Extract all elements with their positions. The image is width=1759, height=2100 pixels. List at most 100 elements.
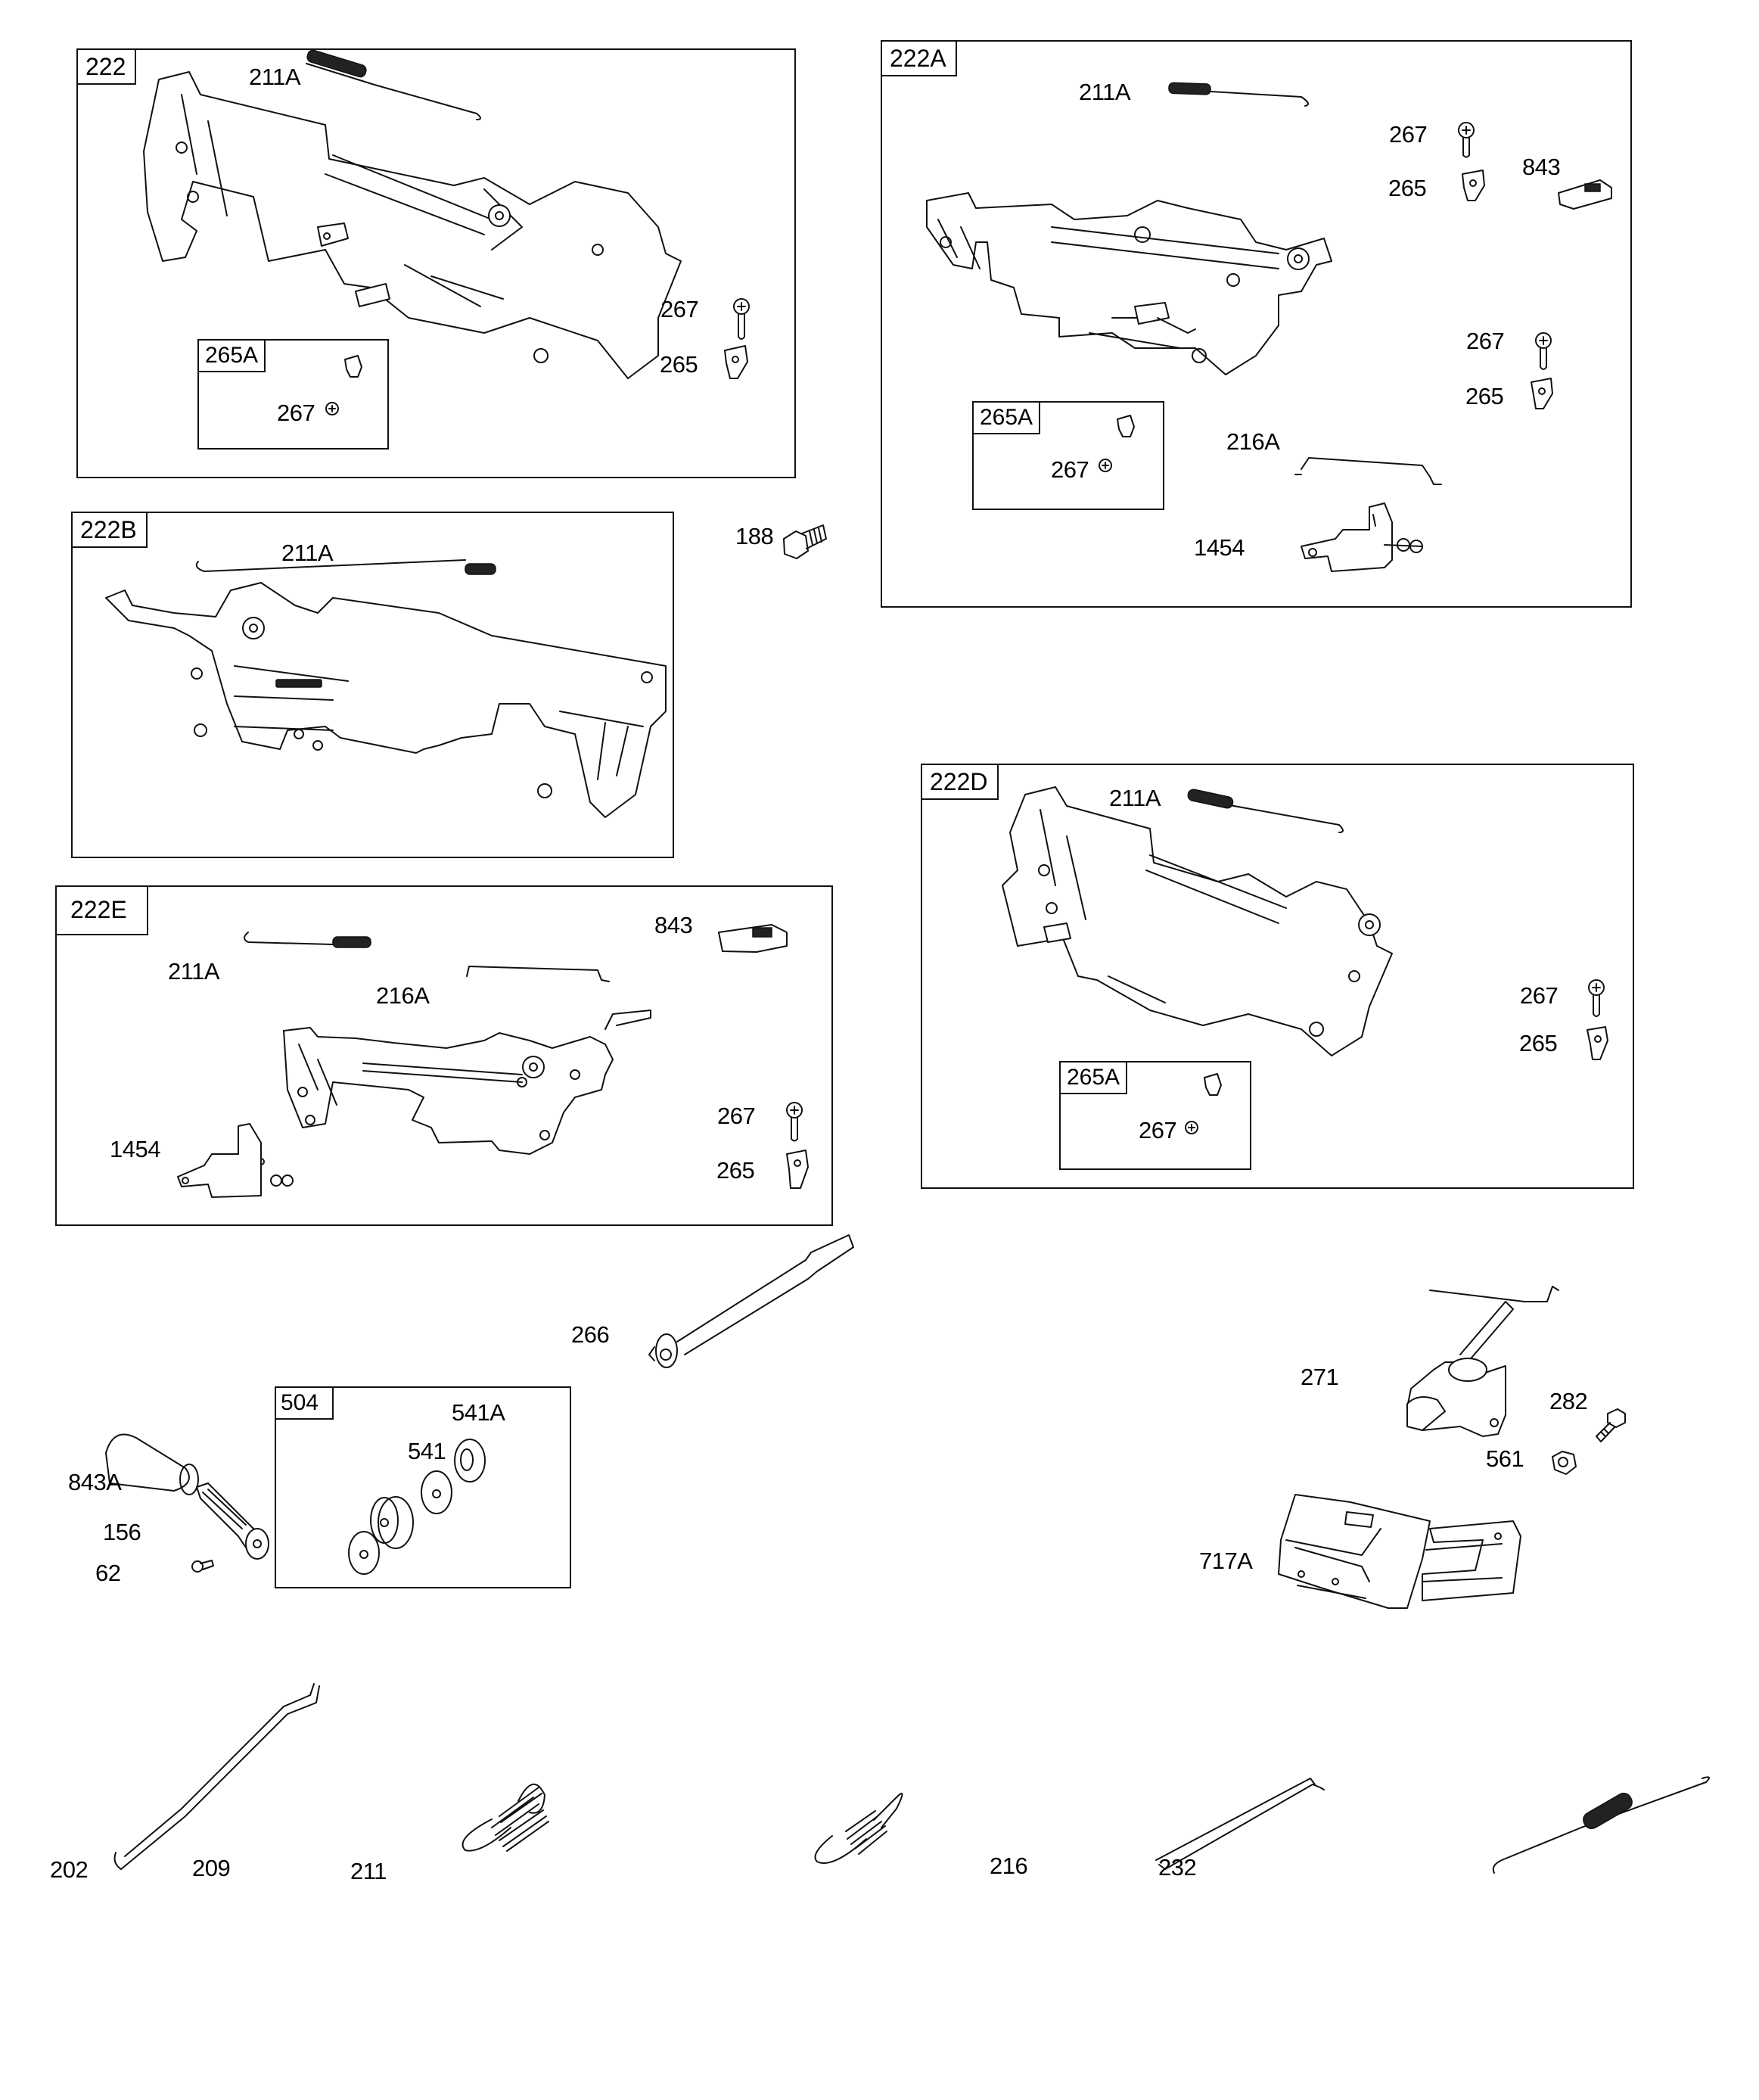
cap-843A-label: 843A xyxy=(68,1469,122,1495)
kit-222E-box: 222E xyxy=(55,885,833,1226)
kit-222E-tag: 222E xyxy=(55,885,148,935)
bracket-717A-label: 717A xyxy=(1199,1548,1253,1574)
kit-504-artwork xyxy=(276,1388,573,1590)
link-rod-icon xyxy=(1156,1778,1324,1869)
mounting-bracket-icon xyxy=(1279,1495,1521,1608)
choke-assembly-icon xyxy=(1301,503,1422,571)
governor-control-bracket-icon xyxy=(1002,787,1392,1056)
spring-icon xyxy=(306,49,480,120)
kit-222A-subkit-screw-label: 267 xyxy=(1051,456,1089,483)
kit-222A-clip-mid-label: 265 xyxy=(1465,383,1504,409)
clip-icon xyxy=(1587,1027,1608,1059)
kit-222-subkit-tag: 265A xyxy=(197,339,266,372)
control-271-label: 271 xyxy=(1301,1364,1339,1390)
clip-icon xyxy=(787,1150,808,1188)
kit-222D-spring-label: 211A xyxy=(1109,785,1161,811)
kit-222D-clip-label: 265 xyxy=(1519,1030,1558,1056)
clip-icon xyxy=(1462,170,1484,201)
kit-222E-screw-label: 267 xyxy=(717,1103,756,1129)
kit-222A-spring-label: 211A xyxy=(1079,79,1131,105)
screw-282-label: 282 xyxy=(1549,1388,1588,1414)
washer-a-icon xyxy=(455,1439,485,1482)
kit-222A-subkit-box: 265A 267 xyxy=(972,401,1164,510)
nut-561-label: 561 xyxy=(1486,1445,1524,1472)
kit-222D-screw-label: 267 xyxy=(1520,982,1559,1009)
hex-bolt-icon xyxy=(784,525,826,558)
spring-icon xyxy=(1169,82,1308,106)
kit-222E-link-label: 216A xyxy=(376,982,430,1009)
kit-222A-connector-label: 843 xyxy=(1522,154,1561,180)
screw-icon xyxy=(1459,123,1474,157)
connector-icon xyxy=(1559,180,1611,209)
kit-222D-subkit-artwork xyxy=(1061,1062,1253,1171)
kit-222B-box: 222B xyxy=(71,512,674,858)
kit-222A-choke-label: 1454 xyxy=(1194,534,1245,561)
kit-222A-tag: 222A xyxy=(881,40,957,76)
shaft-266-label: 266 xyxy=(571,1321,610,1348)
link-202-label: 202 xyxy=(50,1856,89,1883)
kit-222B-tag: 222B xyxy=(71,512,148,548)
governor-control-bracket-icon xyxy=(258,1010,651,1165)
nut-icon xyxy=(1552,1451,1576,1474)
kit-222D-tag: 222D xyxy=(921,764,999,800)
spring-211-label: 211 xyxy=(350,1858,387,1884)
screw-icon xyxy=(1186,1122,1198,1134)
clip-icon xyxy=(1204,1074,1221,1095)
washer-icon xyxy=(349,1532,379,1574)
kit-222-spring-label: 211A xyxy=(249,64,301,90)
terminal-icon xyxy=(197,1483,269,1559)
kit-222-subkit-screw-label: 267 xyxy=(277,400,315,426)
clip-icon xyxy=(1117,415,1134,437)
kit-222-clip-label: 265 xyxy=(660,351,698,378)
link-216-label: 216 xyxy=(990,1853,1028,1879)
kit-222-subkit-artwork xyxy=(199,341,390,451)
extension-spring-icon xyxy=(463,1784,549,1851)
spring-icon xyxy=(1187,789,1343,832)
kit-504-washer-label: 541 xyxy=(408,1438,446,1464)
kit-222-box: 222 xyxy=(76,48,796,478)
clip-icon xyxy=(725,346,747,378)
bolt-188-label: 188 xyxy=(735,523,774,549)
link-rod-icon xyxy=(467,966,609,982)
hex-screw-icon xyxy=(1596,1409,1625,1442)
clip-icon xyxy=(345,356,362,377)
screw-icon xyxy=(326,403,338,415)
kit-504-box: 504 541A 541 xyxy=(275,1386,571,1588)
kit-222D-subkit-tag: 265A xyxy=(1059,1061,1128,1094)
kit-222D-subkit-box: 265A 267 xyxy=(1059,1061,1251,1170)
clip-icon xyxy=(1531,378,1552,409)
cap-icon xyxy=(106,1435,198,1495)
terminal-156-label: 156 xyxy=(103,1519,141,1545)
screw-62-label: 62 xyxy=(95,1560,121,1586)
kit-222A-clip-top-label: 265 xyxy=(1388,175,1427,201)
screw-icon xyxy=(1536,333,1551,369)
kit-222E-choke-label: 1454 xyxy=(110,1136,160,1162)
kit-504-tag: 504 xyxy=(275,1386,334,1420)
kit-222E-clip-label: 265 xyxy=(716,1157,755,1184)
washer-icon xyxy=(421,1471,452,1514)
screw-icon xyxy=(1099,459,1111,471)
extension-spring-icon xyxy=(816,1794,903,1863)
governor-control-bracket-icon xyxy=(106,583,666,817)
spring-icon xyxy=(197,560,496,574)
screw-icon xyxy=(1589,980,1604,1016)
kit-222D-subkit-screw-label: 267 xyxy=(1139,1117,1177,1143)
kit-222A-subkit-tag: 265A xyxy=(972,401,1041,434)
kit-222A-screw-top-label: 267 xyxy=(1389,121,1428,148)
kit-222E-connector-label: 843 xyxy=(654,912,693,938)
link-rod-icon xyxy=(1295,458,1441,484)
spring-232-label: 232 xyxy=(1158,1854,1197,1881)
kit-222-screw-label: 267 xyxy=(660,296,699,322)
screw-icon xyxy=(734,299,749,339)
connector-icon xyxy=(719,925,787,952)
kit-222A-box: 222A xyxy=(881,40,1632,608)
control-bracket-icon xyxy=(1407,1286,1559,1436)
kit-222A-subkit-artwork xyxy=(974,403,1166,512)
extension-spring-icon xyxy=(1493,1777,1709,1873)
